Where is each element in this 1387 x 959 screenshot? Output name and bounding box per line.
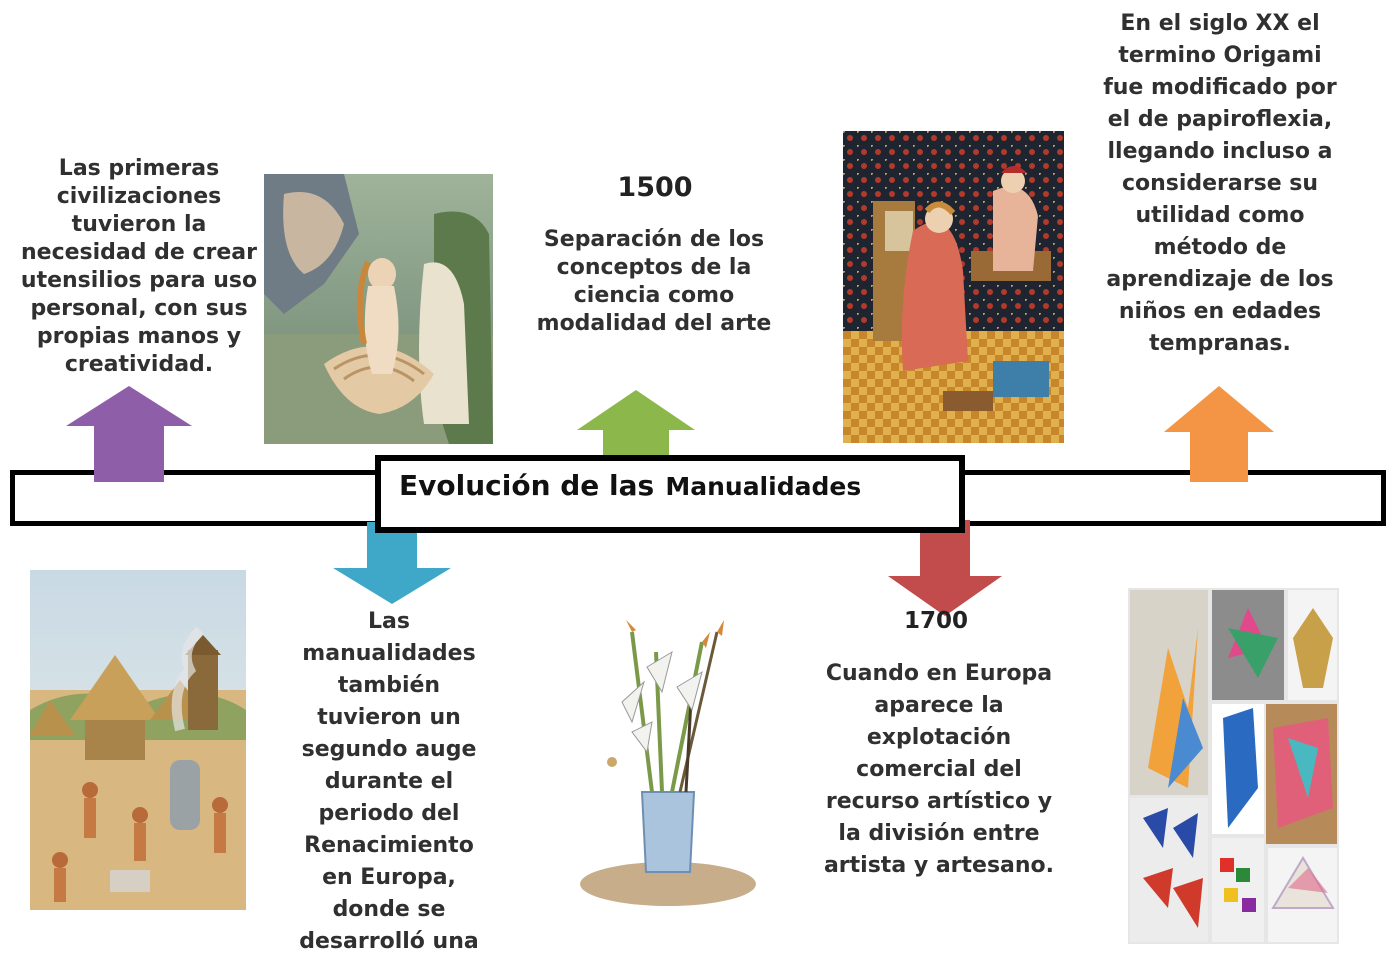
arrow-shape — [1164, 386, 1274, 482]
arrow-shape — [888, 520, 1002, 616]
vase-with-brushes-illustration — [552, 592, 784, 932]
page-title: Evolución de las Manualidades — [399, 465, 861, 503]
arrow-shape — [66, 386, 192, 482]
prehistoric-village-illustration — [30, 570, 246, 910]
arrow-down-blue — [333, 522, 451, 604]
separacion-text: Separación de los conceptos de la cienci… — [536, 227, 772, 336]
siglo-xx-text: En el siglo XX el termino Origami fue mo… — [1103, 11, 1337, 356]
botticelli-venus-painting — [264, 174, 493, 444]
arrow-up-orange — [1164, 386, 1274, 482]
title-part2: Manualidades — [665, 472, 862, 501]
renacimiento-text: Las manualidades también tuvieron un seg… — [299, 609, 479, 954]
origami-collage — [1128, 588, 1339, 944]
title-box: Evolución de las Manualidades — [375, 455, 965, 533]
title-part1: Evolución de las — [399, 469, 655, 502]
medieval-painter-illustration — [843, 131, 1064, 443]
arrow-shape — [333, 522, 451, 604]
primeras-civilizaciones-text: Las primeras civilizaciones tuvieron la … — [20, 156, 258, 377]
siglo-1700-text: Cuando en Europa aparece la explotación … — [823, 661, 1055, 878]
year-1700: 1700 — [903, 608, 968, 634]
year-1500: 1500 — [617, 172, 693, 203]
arrow-shape — [577, 390, 695, 470]
arrow-up-green — [577, 390, 695, 470]
arrow-up-purple — [66, 386, 192, 482]
arrow-down-red — [888, 520, 1002, 616]
